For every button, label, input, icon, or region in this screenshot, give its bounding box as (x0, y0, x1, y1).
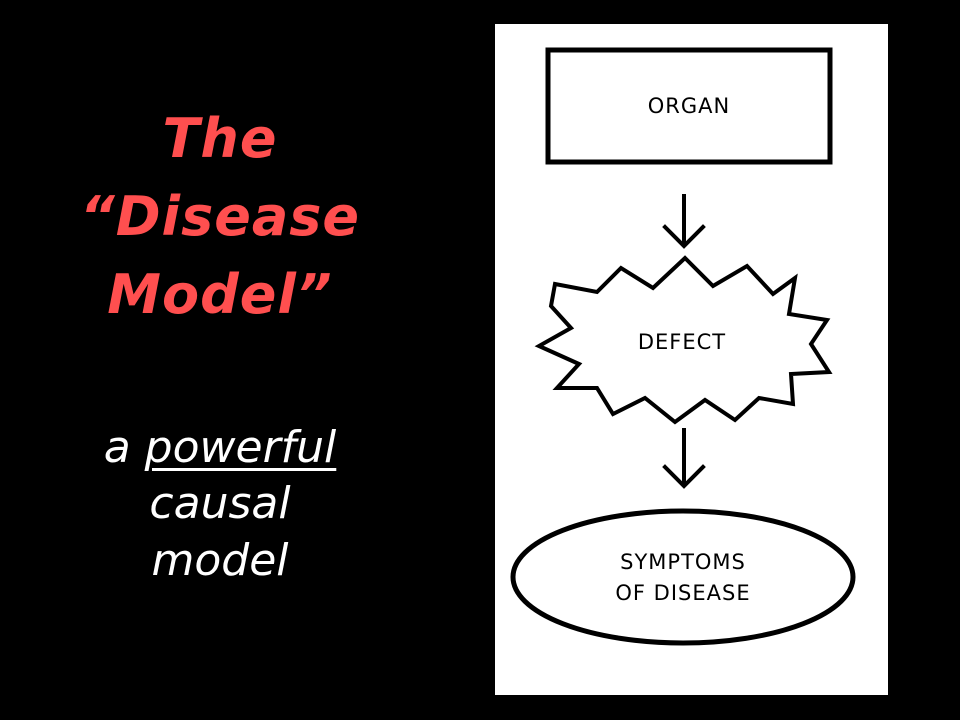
defect-node-burst (534, 255, 833, 425)
flow-diagram: ORGAN DEFECT SYMPTOMS OF DISEASE (510, 47, 856, 646)
organ-node-box (545, 47, 833, 165)
slide-title: The “Disease Model” (40, 100, 400, 333)
subtitle-line-1: a powerful (40, 420, 400, 476)
symptoms-node-label-line1: SYMPTOMS (620, 550, 746, 574)
arrow-defect-to-symptoms (662, 428, 706, 489)
title-line-model: Model” (107, 262, 333, 326)
flow-diagram-panel: ORGAN DEFECT SYMPTOMS OF DISEASE (495, 24, 888, 695)
subtitle-line-2: causal (149, 478, 291, 530)
arrow-organ-to-defect (662, 194, 706, 249)
subtitle-line-3: model (151, 534, 289, 586)
subtitle-prefix: a (103, 422, 145, 473)
subtitle-emphasis: powerful (144, 422, 337, 473)
slide-subtitle: a powerful causal model (40, 420, 400, 589)
title-line-disease: “Disease (79, 184, 361, 248)
title-line-the: The (162, 107, 278, 170)
symptoms-node-label-line2: OF DISEASE (615, 581, 750, 605)
symptoms-node-ellipse (510, 508, 856, 646)
defect-node-label: DEFECT (638, 330, 726, 354)
organ-node-label: ORGAN (648, 94, 730, 118)
